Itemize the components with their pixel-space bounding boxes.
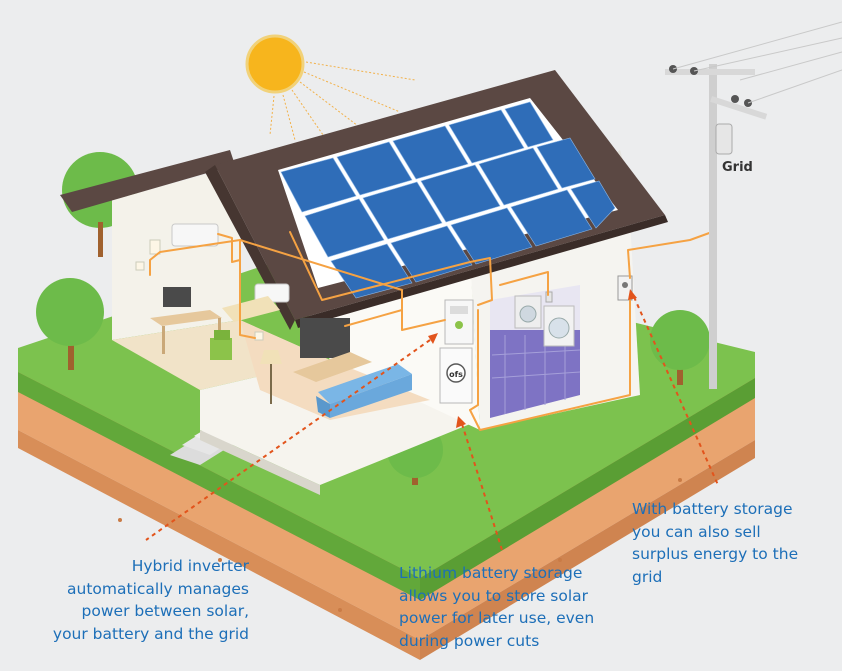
chair-icon [210,330,232,360]
callout-line: power for later use, even [399,609,595,627]
sofa-icon [316,364,412,418]
lithium-battery-icon: ofs [439,347,473,404]
washing-machine-icon [514,295,575,347]
callout-line: your battery and the grid [52,624,249,643]
callout-line: Lithium battery storage [399,564,583,582]
callout-line: allows you to store solar [399,586,589,605]
grid-label: Grid [722,160,753,175]
callout-line: With battery storage [632,500,793,518]
callout-line: grid [632,567,663,586]
utility-pole [665,21,842,389]
transformer-icon [715,123,733,155]
callout-line: surplus energy to the [632,545,799,563]
callout-line: Hybrid inverter [131,557,249,575]
callout-line: you can also sell [632,522,761,541]
hybrid-inverter-callout: Hybrid inverter automatically manages po… [53,555,249,645]
floor-lamp-icon [260,350,282,404]
bed-icon [222,296,280,322]
tv-icon [293,318,372,382]
tree-icon [36,278,104,370]
callout-line: automatically manages [67,579,249,598]
callout-line: power between solar, [81,602,249,620]
hybrid-inverter-icon [444,299,474,345]
lithium-battery-callout: Lithium battery storage allows you to st… [399,562,594,652]
grid-sell-callout: With battery storage you can also sell s… [632,498,798,588]
callout-line: during power cuts [399,631,540,650]
battery-brand-logo: ofs [449,370,463,379]
house: ofs [60,70,668,495]
solar-panel-array [278,98,618,299]
tree-icon [650,310,710,385]
electricity-meter-icon [617,275,633,301]
callout-leaders [145,296,719,554]
